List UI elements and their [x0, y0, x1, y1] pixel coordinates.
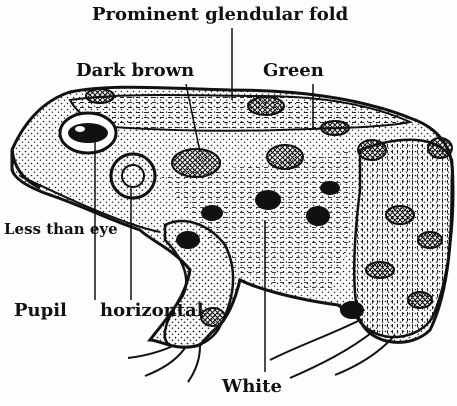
dark-spot	[255, 190, 281, 210]
label-white: White	[222, 378, 282, 396]
label-green: Green	[263, 62, 324, 80]
label-glandular-fold: Prominent glendular fold	[92, 6, 348, 24]
dark-spot	[172, 149, 220, 177]
eye-highlight	[75, 126, 85, 132]
dark-spot	[201, 205, 223, 221]
dark-spot	[321, 121, 349, 135]
leg-spot	[176, 231, 200, 249]
label-less-than-eye: Less than eye	[4, 222, 118, 237]
label-dark-brown: Dark brown	[76, 62, 194, 80]
fore-foot	[128, 345, 200, 382]
leg-spot	[386, 206, 414, 224]
tympanum	[111, 154, 155, 198]
label-horizontal: horizontal	[100, 302, 204, 320]
dark-spot	[248, 97, 284, 115]
dark-spot	[267, 145, 303, 169]
pupil	[68, 123, 108, 143]
leg-spot	[428, 138, 452, 158]
leg-spot	[366, 262, 394, 278]
leg-spot	[418, 232, 442, 248]
dark-spot	[86, 89, 114, 103]
glandular-fold	[70, 95, 410, 131]
dark-spot	[306, 206, 330, 226]
leg-spot	[201, 308, 225, 326]
dark-spot	[320, 181, 340, 195]
label-pupil: Pupil	[14, 302, 67, 320]
leg-spot	[340, 301, 364, 319]
leg-spot	[408, 292, 432, 308]
